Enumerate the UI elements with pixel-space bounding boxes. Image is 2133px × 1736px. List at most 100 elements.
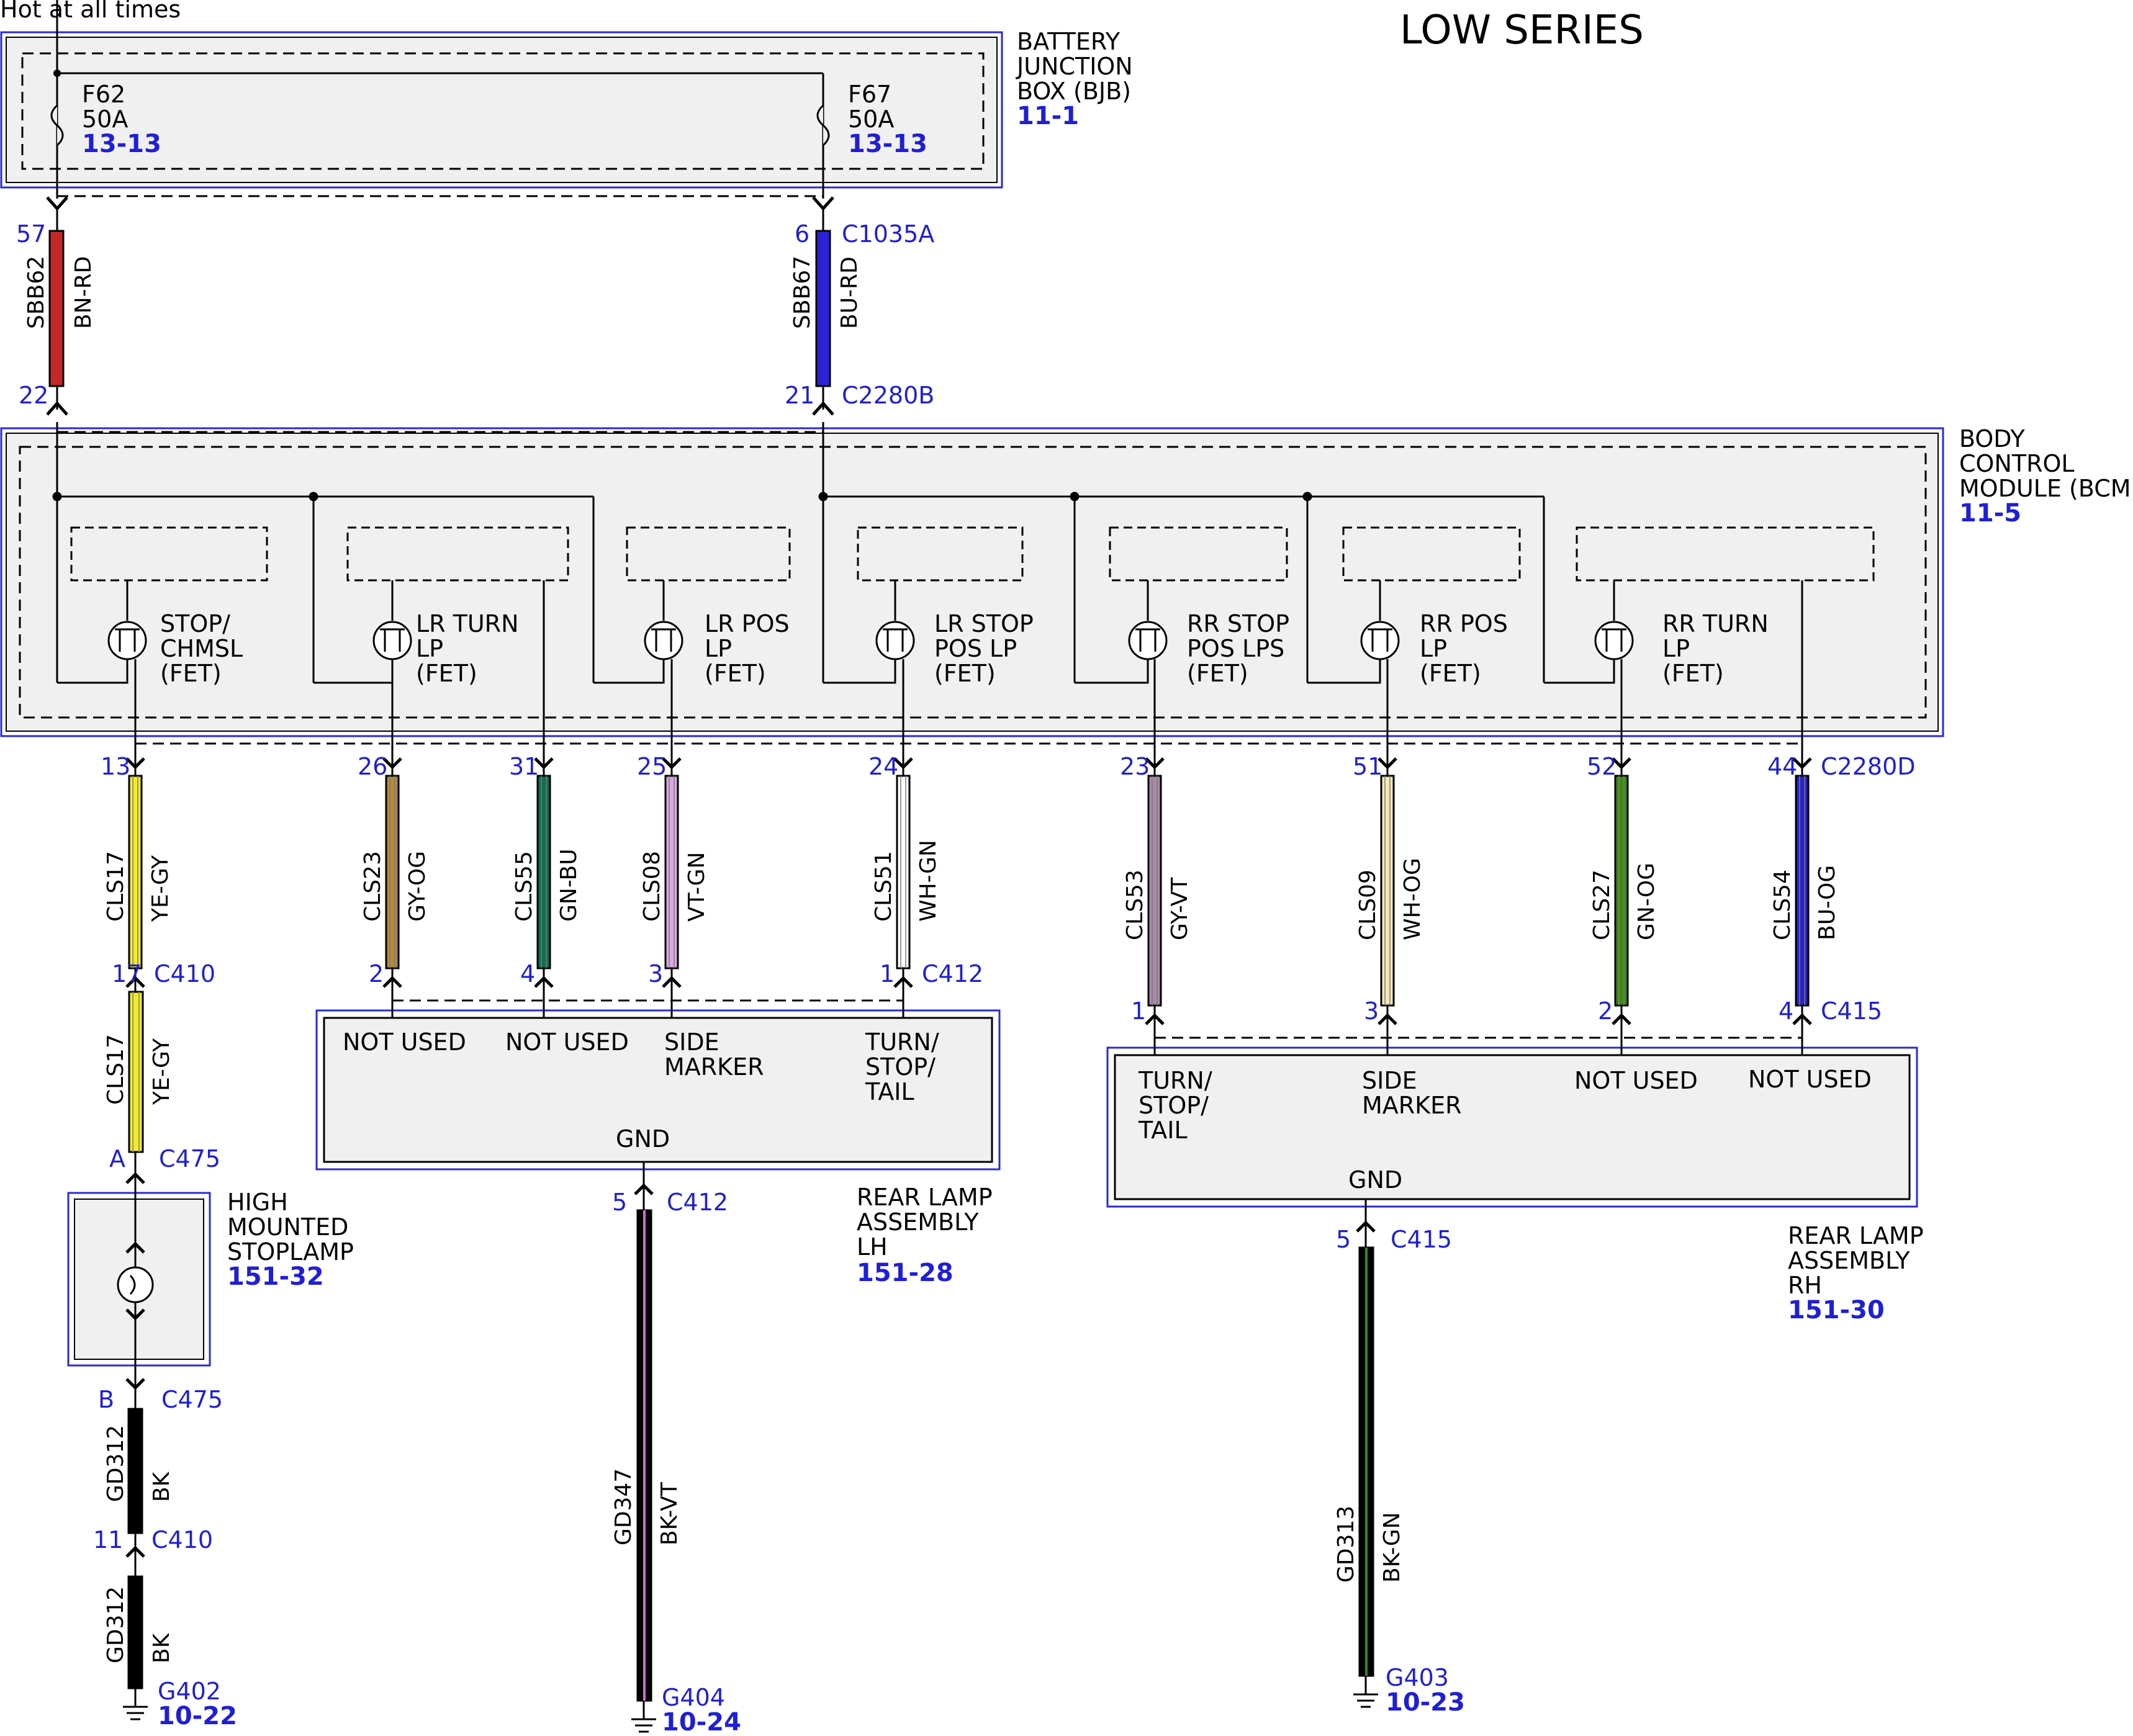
- svg-text:GND: GND: [616, 1125, 670, 1153]
- svg-text:LP: LP: [1420, 635, 1447, 662]
- lh-ground-wire[interactable]: 5 C412 GD347 BK-VT G404 10-24: [611, 1162, 741, 1736]
- svg-text:CLS27: CLS27: [1589, 870, 1615, 940]
- svg-text:NOT USED: NOT USED: [1748, 1066, 1872, 1093]
- rh-lamp-ref-link[interactable]: 151-30: [1788, 1296, 1885, 1324]
- svg-text:WH-GN: WH-GN: [916, 840, 941, 922]
- connector-arrow-icon: [382, 976, 402, 988]
- svg-text:6: 6: [795, 220, 809, 248]
- chmsl-ground-wire-2[interactable]: GD312 BK G402 10-22: [103, 1575, 237, 1730]
- svg-text:(FET): (FET): [160, 660, 222, 687]
- svg-text:RR POS: RR POS: [1420, 610, 1508, 637]
- g402-ref-link[interactable]: 10-22: [158, 1702, 237, 1730]
- svg-text:GD312: GD312: [103, 1586, 129, 1663]
- fuse-f67-ref-link[interactable]: 13-13: [848, 130, 927, 158]
- connector-arrow-icon: [1145, 1013, 1165, 1025]
- fuse-f62: F62 50A 13-13: [50, 81, 161, 158]
- svg-text:CLS55: CLS55: [512, 851, 537, 922]
- connector-arrow-icon: [662, 976, 682, 988]
- svg-text:(FET): (FET): [1420, 660, 1481, 687]
- bcm-dashed-area: [19, 446, 1927, 719]
- fet-transistor-icon: [875, 621, 915, 660]
- svg-text:22: 22: [19, 382, 48, 409]
- hot-at-all-times-label: Hot at all times: [0, 0, 181, 23]
- svg-text:CLS51: CLS51: [871, 851, 896, 922]
- chmsl-ref-link[interactable]: 151-32: [227, 1262, 324, 1291]
- svg-text:WH-OG: WH-OG: [1400, 858, 1425, 940]
- feed-wire-sbb62[interactable]: 57 22 SBB62 BN-RD: [16, 196, 96, 416]
- svg-text:NOT USED: NOT USED: [505, 1028, 629, 1056]
- fet-rr-stop-pos-lps: RR STOP POS LPS (FET): [1109, 526, 1289, 687]
- connector-arrow-icon: [812, 401, 834, 416]
- svg-text:GN-BU: GN-BU: [556, 848, 582, 922]
- fet-transistor-icon: [644, 621, 683, 660]
- fuse-f62-ref-link[interactable]: 13-13: [82, 130, 161, 158]
- svg-text:G404: G404: [662, 1684, 725, 1711]
- lh-lamp-ref-link[interactable]: 151-28: [857, 1259, 954, 1287]
- svg-text:5: 5: [1336, 1226, 1351, 1253]
- connector-arrow-icon: [125, 1545, 145, 1558]
- chmsl-ground-wire-1[interactable]: B C475 GD312 BK 11 C410: [93, 1365, 223, 1576]
- svg-text:GND: GND: [1348, 1166, 1402, 1194]
- diagram-title: LOW SERIES: [1400, 7, 1644, 53]
- fet-rr-pos-lp: RR POS LP (FET): [1342, 526, 1521, 687]
- svg-text:BODY: BODY: [1959, 425, 2025, 452]
- connector-arrow-icon: [1356, 1220, 1376, 1233]
- svg-text:5: 5: [612, 1189, 627, 1216]
- svg-text:C1035A: C1035A: [842, 220, 934, 248]
- g404-ref-link[interactable]: 10-24: [662, 1708, 741, 1736]
- svg-text:31: 31: [509, 753, 539, 780]
- svg-text:CLS53: CLS53: [1122, 870, 1148, 940]
- connector-arrow-icon: [893, 976, 913, 988]
- fet-rr-turn-lp: RR TURN LP (FET): [1576, 526, 1875, 745]
- svg-text:BN-RD: BN-RD: [71, 256, 96, 329]
- svg-text:13: 13: [101, 753, 130, 780]
- svg-text:4: 4: [1779, 997, 1793, 1025]
- svg-text:REAR LAMP: REAR LAMP: [857, 1184, 993, 1211]
- svg-text:C415: C415: [1391, 1226, 1452, 1253]
- bjb-box: [6, 37, 998, 183]
- connector-arrow-icon: [1792, 1013, 1812, 1025]
- svg-text:CLS08: CLS08: [639, 851, 665, 922]
- svg-text:C412: C412: [667, 1189, 728, 1216]
- svg-text:STOP/: STOP/: [1139, 1092, 1209, 1119]
- rh-ground-wire[interactable]: 5 C415 GD313 BK-GN G403 10-23: [1333, 1199, 1465, 1717]
- svg-text:NOT USED: NOT USED: [1574, 1067, 1698, 1094]
- svg-text:BATTERY: BATTERY: [1017, 28, 1121, 55]
- svg-text:LR POS: LR POS: [705, 610, 790, 637]
- svg-text:ASSEMBLY: ASSEMBLY: [1788, 1247, 1910, 1274]
- svg-text:YE-GY: YE-GY: [148, 855, 173, 922]
- svg-text:C2280D: C2280D: [1821, 753, 1916, 780]
- ground-symbol-icon: [631, 1718, 656, 1733]
- svg-text:STOP/: STOP/: [865, 1053, 936, 1081]
- svg-text:2: 2: [1598, 997, 1613, 1025]
- fet-transistor-icon: [107, 621, 147, 660]
- svg-text:57: 57: [16, 220, 46, 248]
- bjb-ref-link[interactable]: 11-1: [1017, 102, 1079, 130]
- svg-text:BK-GN: BK-GN: [1379, 1512, 1405, 1583]
- bcm-ref-link[interactable]: 11-5: [1959, 499, 2021, 528]
- svg-text:SIDE: SIDE: [1362, 1067, 1417, 1094]
- svg-text:LR TURN: LR TURN: [416, 610, 519, 637]
- svg-text:BK-VT: BK-VT: [657, 1482, 682, 1545]
- svg-text:C415: C415: [1821, 997, 1882, 1025]
- svg-text:MODULE (BCM): MODULE (BCM): [1959, 475, 2133, 502]
- connector-arrow-icon: [662, 757, 682, 770]
- svg-text:MARKER: MARKER: [1362, 1092, 1462, 1119]
- svg-text:C2280B: C2280B: [842, 382, 934, 409]
- chmsl-wire-lower[interactable]: CLS17 YE-GY A C475: [103, 981, 220, 1192]
- g403-ref-link[interactable]: 10-23: [1386, 1688, 1465, 1717]
- svg-text:STOP/: STOP/: [160, 610, 230, 637]
- svg-text:23: 23: [1120, 753, 1150, 780]
- feed-wire-sbb67[interactable]: 6 C1035A 21 C2280B SBB67 BU-RD: [785, 196, 934, 416]
- svg-text:LP: LP: [1662, 635, 1690, 662]
- bcm-box: [6, 433, 1939, 732]
